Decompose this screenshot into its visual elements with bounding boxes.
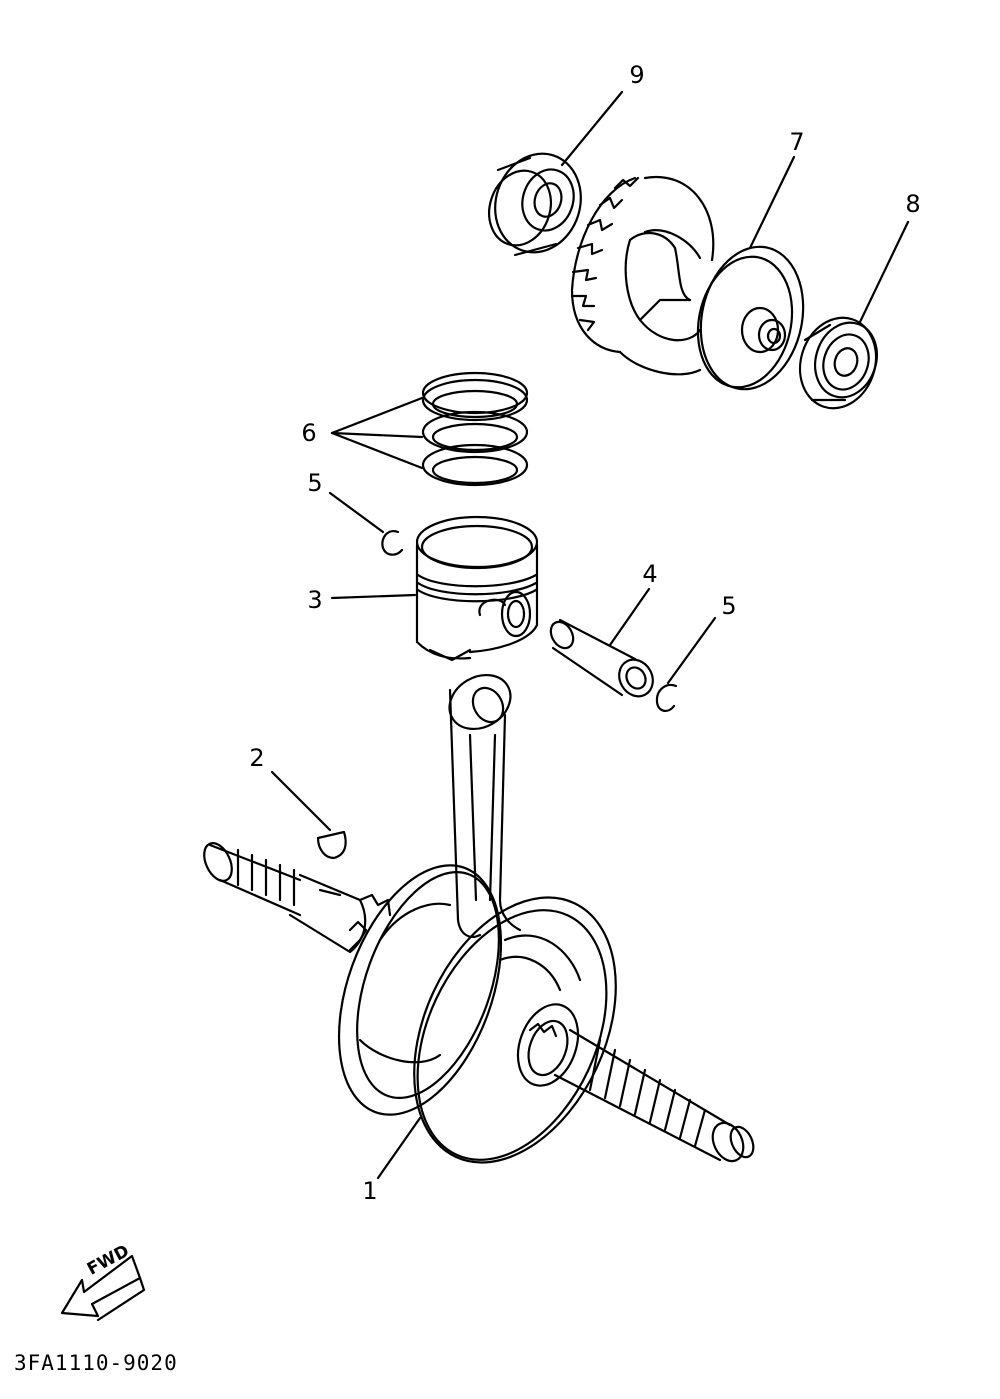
leader-line-8: [860, 222, 908, 322]
piston-part-3: [417, 517, 537, 660]
leader-line-5-right: [668, 618, 715, 683]
callout-label-2: 2: [249, 744, 265, 772]
woodruff-key-part-2: [318, 832, 346, 858]
callout-label-4: 4: [642, 560, 658, 588]
fwd-arrow-icon: [62, 1256, 144, 1320]
leader-line-9: [562, 92, 622, 165]
leader-line-4: [610, 589, 649, 645]
callout-label-6: 6: [301, 419, 317, 447]
leader-line-3: [332, 595, 415, 598]
crankshaft-part-1: [199, 664, 758, 1195]
callout-label-5-right: 5: [721, 592, 737, 620]
bearing-part-9: [480, 142, 594, 263]
leader-line-5-left: [330, 493, 383, 532]
callout-label-9: 9: [629, 61, 645, 89]
leader-lines-6: [332, 398, 422, 468]
callout-label-8: 8: [905, 190, 921, 218]
callout-label-7: 7: [789, 128, 805, 156]
circlip-part-5-left: [382, 531, 402, 555]
leader-line-2: [272, 772, 330, 830]
balancer-gear-part-7: [572, 177, 816, 399]
callout-label-5-left: 5: [307, 469, 323, 497]
diagram-code: 3FA1110-9020: [14, 1351, 178, 1375]
circlip-part-5-right: [657, 685, 676, 711]
leader-line-1: [378, 1118, 420, 1178]
callout-label-3: 3: [307, 586, 323, 614]
piston-rings-part-6: [423, 373, 527, 485]
piston-pin-part-4: [546, 618, 659, 703]
callout-label-1: 1: [362, 1177, 378, 1205]
bearing-part-8: [789, 308, 888, 418]
leader-line-7: [750, 157, 794, 248]
